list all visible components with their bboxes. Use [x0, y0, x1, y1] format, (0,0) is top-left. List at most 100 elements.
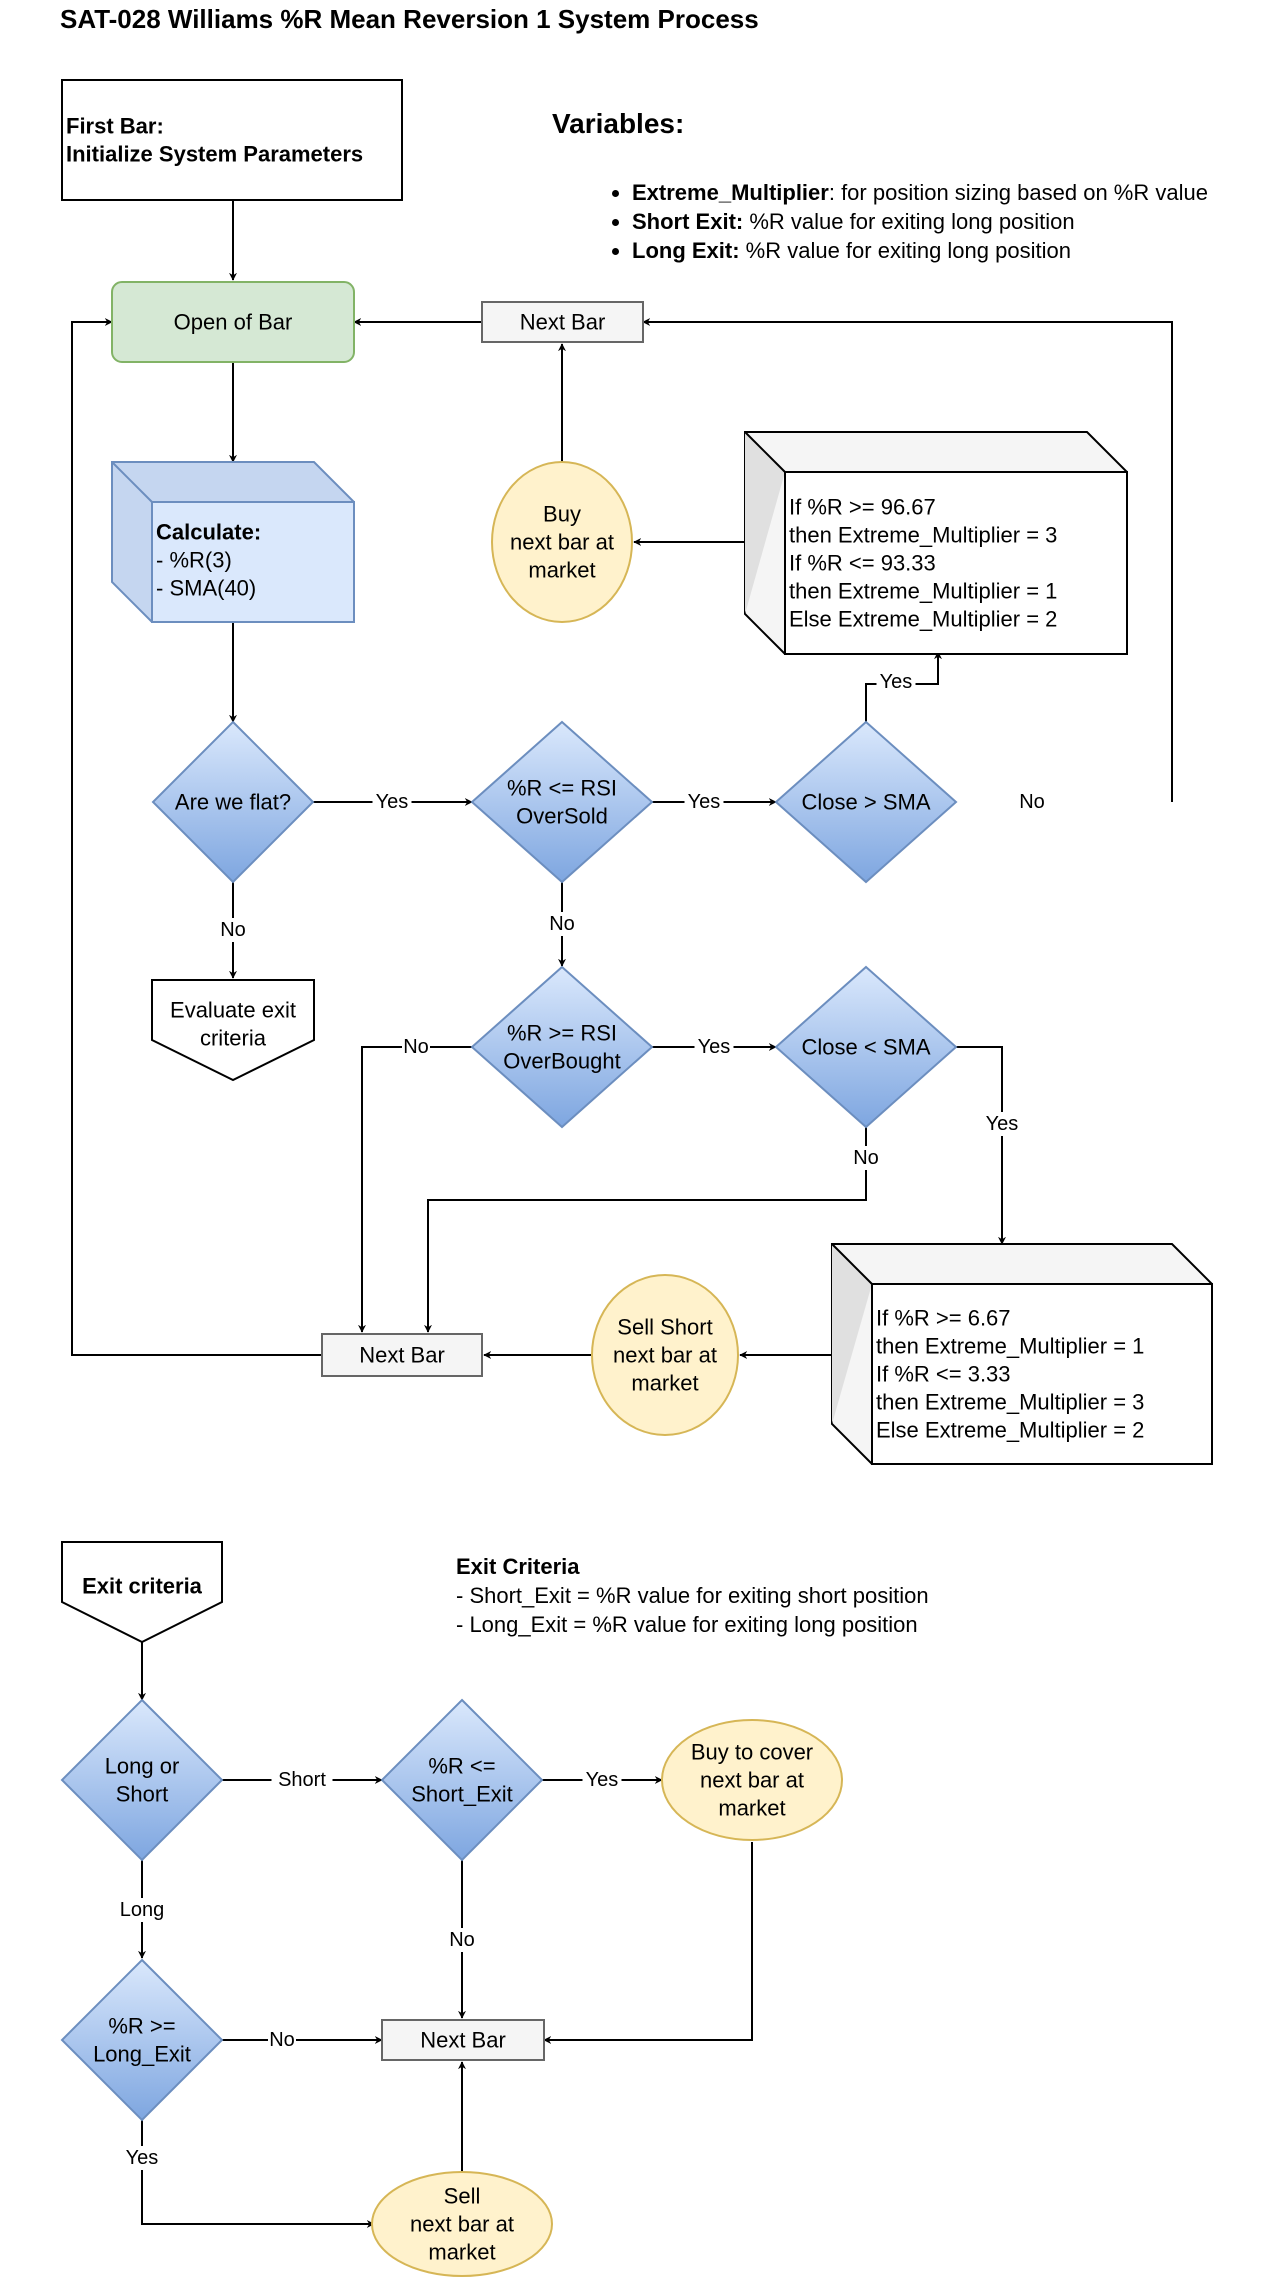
- open-of-bar-node: Open of Bar: [111, 281, 355, 363]
- short-sizing-node-text: If %R <= 3.33: [876, 1362, 1011, 1387]
- calculate-node-front: [151, 501, 355, 623]
- edge-label-text: No: [269, 2029, 295, 2051]
- calculate-node-text: Calculate:: [156, 520, 261, 545]
- next-bar-bottom-node-shape: [381, 2019, 545, 2061]
- sell-node-text: next bar at: [410, 2212, 514, 2237]
- edge-label-text: No: [549, 913, 575, 935]
- overbought-decision-text: %R >= RSI: [507, 1021, 617, 1046]
- edge-label-bg: [117, 1898, 167, 1922]
- short-sizing-node: If %R >= 6.67 then Extreme_Multiplier = …: [831, 1243, 1213, 1465]
- calculate-node: Calculate: - %R(3) - SMA(40): [111, 461, 355, 623]
- edge-label-bg: [268, 2028, 296, 2052]
- evaluate-exit-node-text: Evaluate exit: [170, 998, 296, 1023]
- calculate-node-text: - %R(3): [156, 548, 232, 573]
- edge-label: Yes: [876, 670, 916, 694]
- overbought-decision-shape: [470, 965, 654, 1129]
- long-sizing-node-text: then Extreme_Multiplier = 1: [789, 579, 1057, 604]
- variable-item: Extreme_Multiplier: for position sizing …: [632, 178, 1274, 207]
- long-sizing-node-edge: [744, 431, 786, 473]
- edge-label-bg: [402, 1035, 430, 1059]
- are-we-flat-decision: Are we flat?: [151, 720, 315, 884]
- edge-label-text: Yes: [376, 791, 409, 813]
- edge-label: No: [1018, 790, 1046, 814]
- short-sizing-node-side: [832, 1244, 872, 1424]
- oversold-decision-shape: [470, 720, 654, 884]
- next-bar-bottom-node-text: Next Bar: [420, 2028, 506, 2053]
- close-lt-sma-decision-shape: [774, 965, 958, 1129]
- connector-arrow: [141, 2120, 375, 2228]
- connector-arrow: [358, 1046, 472, 1333]
- init-node-text: Initialize System Parameters: [66, 142, 363, 167]
- buy-node-text: Buy: [543, 502, 581, 527]
- edge-label-text: No: [449, 1929, 475, 1951]
- calculate-node-edge: [111, 461, 153, 503]
- edge-label-bg: [582, 1768, 622, 1792]
- short-sizing-node-text: then Extreme_Multiplier = 1: [876, 1334, 1144, 1359]
- long-or-short-decision-text: Short: [116, 1782, 169, 1807]
- buy-to-cover-node-text: next bar at: [700, 1768, 804, 1793]
- edge-label: No: [548, 912, 576, 936]
- long-sizing-node-text: If %R >= 96.67: [789, 495, 936, 520]
- buy-node-text: next bar at: [510, 530, 614, 555]
- edge-label-bg: [694, 1035, 734, 1059]
- r-short-exit-decision-text: Short_Exit: [411, 1782, 513, 1807]
- edge-label-text: No: [220, 919, 246, 941]
- init-node-text: First Bar:: [66, 114, 164, 139]
- are-we-flat-decision-shape: [151, 720, 315, 884]
- edge-label-text: No: [853, 1147, 879, 1169]
- edge-label-text: Yes: [698, 1036, 731, 1058]
- edge-label: No: [219, 918, 247, 942]
- edge-label: No: [448, 1928, 476, 1952]
- variables-heading: Variables:: [552, 108, 685, 139]
- sell-node-shape: [371, 2171, 553, 2277]
- edge-label-text: Yes: [986, 1113, 1019, 1135]
- sell-short-node-text: Sell Short: [617, 1315, 712, 1340]
- edge-label: No: [852, 1146, 880, 1170]
- edge-label-text: Yes: [880, 671, 913, 693]
- short-sizing-node-front: [871, 1283, 1213, 1465]
- init-node: First Bar: Initialize System Parameters: [61, 79, 403, 201]
- r-long-exit-decision-shape: [60, 1958, 224, 2122]
- r-short-exit-decision: %R <= Short_Exit: [380, 1698, 544, 1862]
- sell-node-text: market: [428, 2240, 495, 2265]
- edge-label-text: Short: [278, 1769, 326, 1791]
- exit-criteria-note: Exit Criteria - Short_Exit = %R value fo…: [456, 1552, 929, 1639]
- buy-node-text: market: [528, 558, 595, 583]
- calculate-node-text: - SMA(40): [156, 576, 256, 601]
- edge-label: Short: [271, 1768, 333, 1792]
- long-or-short-decision-shape: [60, 1698, 224, 1862]
- edge-label-bg: [548, 912, 576, 936]
- edge-label-text: Yes: [586, 1769, 619, 1791]
- close-gt-sma-decision-shape: [774, 720, 958, 884]
- close-lt-sma-decision-text: Close < SMA: [802, 1035, 931, 1060]
- r-short-exit-decision-shape: [380, 1698, 544, 1862]
- open-of-bar-node-shape: [111, 281, 355, 363]
- edge-label: Yes: [684, 790, 724, 814]
- oversold-decision-text: OverSold: [516, 804, 608, 829]
- r-long-exit-decision: %R >=Long_Exit: [60, 1958, 224, 2122]
- close-lt-sma-decision: Close < SMA: [774, 965, 958, 1129]
- r-long-exit-decision-text: %R >=: [108, 2014, 175, 2039]
- edge-label-text: Yes: [126, 2147, 159, 2169]
- edge-label: Yes: [694, 1035, 734, 1059]
- connector-arrow: [543, 1842, 753, 2044]
- r-short-exit-decision-text: %R <=: [428, 1754, 495, 1779]
- close-gt-sma-decision-text: Close > SMA: [802, 790, 931, 815]
- next-bar-top-node-shape: [481, 301, 644, 343]
- next-bar-mid-node-shape: [321, 1333, 483, 1377]
- evaluate-exit-node-shape: [151, 979, 315, 1082]
- edge-label-bg: [372, 790, 412, 814]
- next-bar-mid-node-text: Next Bar: [359, 1343, 445, 1368]
- are-we-flat-decision-text: Are we flat?: [175, 790, 291, 815]
- long-sizing-node-text: then Extreme_Multiplier = 3: [789, 523, 1057, 548]
- sell-short-node-text: next bar at: [613, 1343, 717, 1368]
- edge-label-bg: [271, 1768, 333, 1792]
- edge-label: No: [402, 1035, 430, 1059]
- edge-label-bg: [876, 670, 916, 694]
- open-of-bar-node-text: Open of Bar: [174, 310, 293, 335]
